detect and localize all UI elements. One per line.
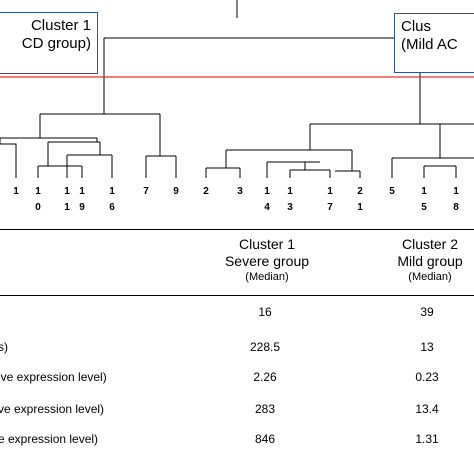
- cluster-1-label-box: Cluster 1 CD group): [0, 12, 98, 74]
- cluster-2-label-box: Clus (Mild AC: [394, 13, 474, 73]
- leaf-label-left-4-bottom: 6: [109, 202, 115, 213]
- leaf-label-right-7-bottom: 5: [421, 202, 427, 213]
- cell-cluster-2: 1.31: [415, 432, 439, 446]
- cell-cluster-1: 228.5: [249, 340, 281, 354]
- leaf-label-right-2-top: 1: [264, 186, 270, 197]
- column-header-cluster-1: Cluster 1 Severe group (Median): [212, 236, 322, 285]
- table-top-rule: [0, 229, 474, 230]
- cluster-1-group-label: CD group): [21, 35, 91, 52]
- table-header-rule: [0, 295, 474, 296]
- cell-cluster-1: 846: [254, 432, 276, 446]
- row-label: ive expression level): [0, 370, 107, 384]
- leaf-label-left-1-top: 1: [35, 186, 41, 197]
- row-label: ve expression level): [0, 402, 105, 416]
- leaf-label-right-8-bottom: 8: [453, 202, 459, 213]
- column-1-note: (Median): [245, 271, 289, 283]
- leaf-label-left-2-top: 1: [64, 186, 70, 197]
- cluster-1-label: Cluster 1: [30, 17, 91, 34]
- column-2-title: Cluster 2: [401, 236, 459, 252]
- row-label: e expression level): [0, 432, 99, 446]
- cell-cluster-1: 283: [254, 402, 276, 416]
- leaf-label-right-0-top: 2: [203, 186, 209, 197]
- leaf-label-right-1-top: 3: [237, 186, 243, 197]
- leaf-label-left-6-top: 9: [173, 186, 179, 197]
- leaf-label-right-7-top: 1: [421, 186, 427, 197]
- cell-cluster-2: 0.23: [415, 370, 439, 384]
- column-2-subtitle: Mild group: [397, 253, 463, 269]
- row-label: s): [0, 340, 8, 354]
- cluster-2-group-label: (Mild AC: [401, 36, 458, 53]
- cell-cluster-1: 2.26: [253, 370, 277, 384]
- leaf-label-left-1-bottom: 0: [35, 202, 41, 213]
- leaf-label-right-3-top: 1: [287, 186, 293, 197]
- column-header-cluster-2: Cluster 2 Mild group (Median): [380, 236, 474, 285]
- leaf-label-left-3-bottom: 9: [79, 202, 85, 213]
- leaf-label-right-4-bottom: 7: [327, 202, 333, 213]
- column-1-title: Cluster 1: [238, 236, 296, 252]
- leaf-label-left-2-bottom: 1: [64, 202, 70, 213]
- cell-cluster-2: 13.4: [415, 402, 439, 416]
- column-1-subtitle: Severe group: [224, 253, 310, 269]
- leaf-label-right-5-top: 2: [357, 186, 363, 197]
- dendrogram: [0, 0, 474, 178]
- dendrogram-left-leaf-1: [0, 143, 17, 178]
- leaf-label-left-5-top: 7: [143, 186, 149, 197]
- cell-cluster-1: 16: [258, 305, 272, 319]
- leaf-label-right-2-bottom: 4: [264, 202, 270, 213]
- leaf-label-right-4-top: 1: [327, 186, 333, 197]
- leaf-label-left-3-top: 1: [79, 186, 85, 197]
- cell-cluster-2: 39: [420, 305, 434, 319]
- column-2-note: (Median): [408, 271, 452, 283]
- leaf-label-right-8-top: 1: [453, 186, 459, 197]
- cluster-2-label: Clus: [401, 18, 432, 35]
- leaf-label-left-4-top: 1: [109, 186, 115, 197]
- cell-cluster-2: 13: [420, 340, 434, 354]
- leaf-label-right-6-top: 5: [389, 186, 395, 197]
- leaf-label-right-3-bottom: 3: [287, 202, 293, 213]
- leaf-label-left-0-top: 1: [13, 186, 19, 197]
- leaf-label-right-5-bottom: 1: [357, 202, 363, 213]
